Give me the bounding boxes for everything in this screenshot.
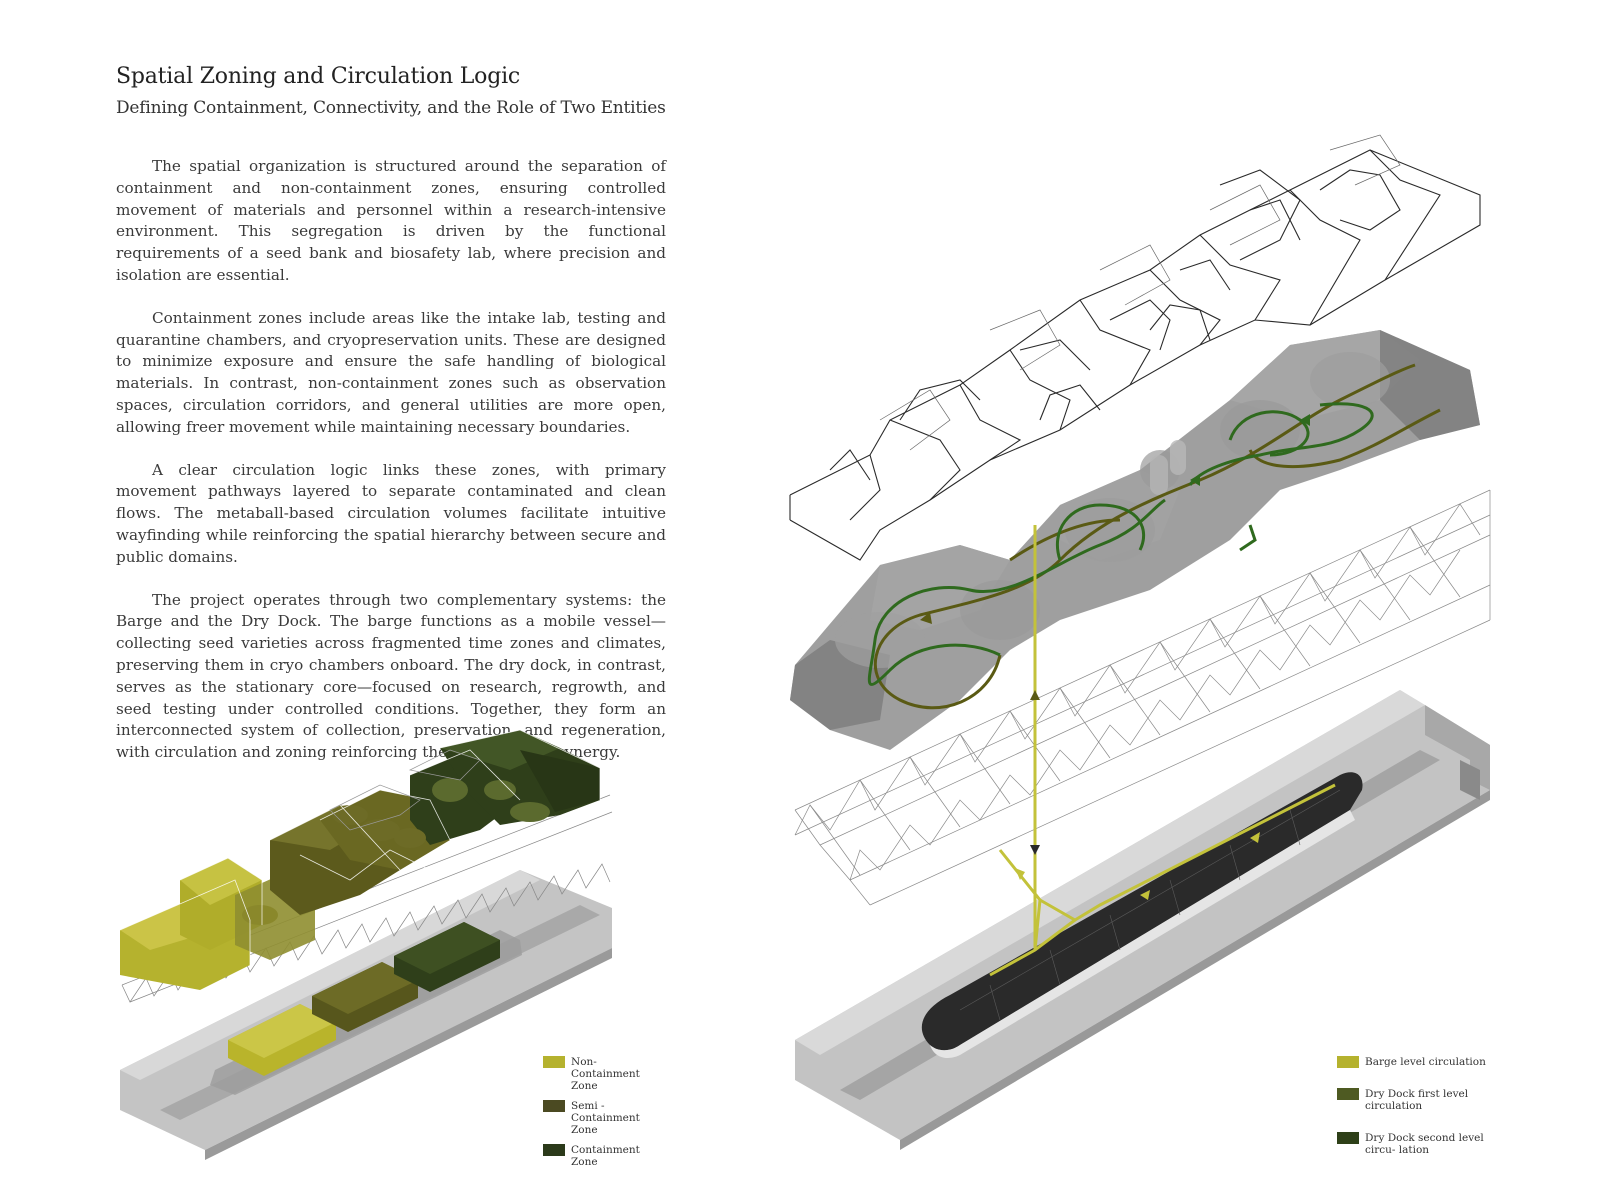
legend-label-containment: Containment Zone (571, 1144, 640, 1168)
legend-label-barge-circulation: Barge level circulation (1365, 1056, 1486, 1068)
legend-item-first-level-circulation: Dry Dock first level circulation (1337, 1088, 1517, 1112)
legend-item-non-containment: Non- Containment Zone (543, 1056, 668, 1092)
zoning-barge-containers (228, 922, 500, 1076)
legend-label-first-level-circulation: Dry Dock first level circulation (1365, 1088, 1469, 1112)
paragraph-circulation-logic: A clear circulation logic links these zo… (116, 460, 666, 566)
voronoi-thin-lines (879, 134, 1401, 451)
legend-swatch-non-containment (543, 1056, 565, 1068)
zoning-volumes (120, 730, 600, 990)
legend-item-semi-containment: Semi - Containment Zone (543, 1100, 668, 1136)
legend-swatch-second-level-circulation (1337, 1132, 1359, 1144)
metaball-volume-layer (790, 330, 1480, 750)
zoning-legend: Non- Containment Zone Semi - Containment… (543, 1056, 668, 1176)
circulation-arrows (920, 414, 1310, 900)
legend-swatch-semi-containment (543, 1100, 565, 1112)
paragraph-separation: The spatial organization is structured a… (116, 157, 666, 284)
legend-swatch-containment (543, 1144, 565, 1156)
circulation-barge-level (989, 525, 1336, 977)
legend-label-semi-containment: Semi - Containment Zone (571, 1100, 640, 1136)
page-subtitle: Defining Containment, Connectivity, and … (116, 98, 666, 118)
paragraph-barge-dry-dock: The project operates through two complem… (116, 590, 666, 762)
circulation-first-level (873, 363, 1441, 710)
body-text: The spatial organization is structured a… (116, 156, 666, 785)
barge-hull (921, 772, 1363, 1058)
legend-item-containment: Containment Zone (543, 1144, 668, 1168)
zoning-top-wire (329, 749, 481, 831)
truss-grid-layer (794, 489, 1491, 906)
legend-swatch-barge-circulation (1337, 1056, 1359, 1068)
legend-item-barge-circulation: Barge level circulation (1337, 1056, 1517, 1068)
zoning-diagram (119, 729, 613, 1160)
legend-label-second-level-circulation: Dry Dock second level circu- lation (1365, 1132, 1484, 1156)
paragraph-containment-zones: Containment zones include areas like the… (116, 308, 666, 436)
legend-swatch-first-level-circulation (1337, 1088, 1359, 1100)
legend-item-second-level-circulation: Dry Dock second level circu- lation (1337, 1132, 1517, 1156)
page-title: Spatial Zoning and Circulation Logic (116, 64, 521, 89)
exploded-diagram (789, 134, 1491, 1150)
legend-label-non-containment: Non- Containment Zone (571, 1056, 640, 1092)
circulation-legend: Barge level circulation Dry Dock first l… (1337, 1056, 1517, 1164)
voronoi-wireframe-layer (789, 149, 1481, 561)
